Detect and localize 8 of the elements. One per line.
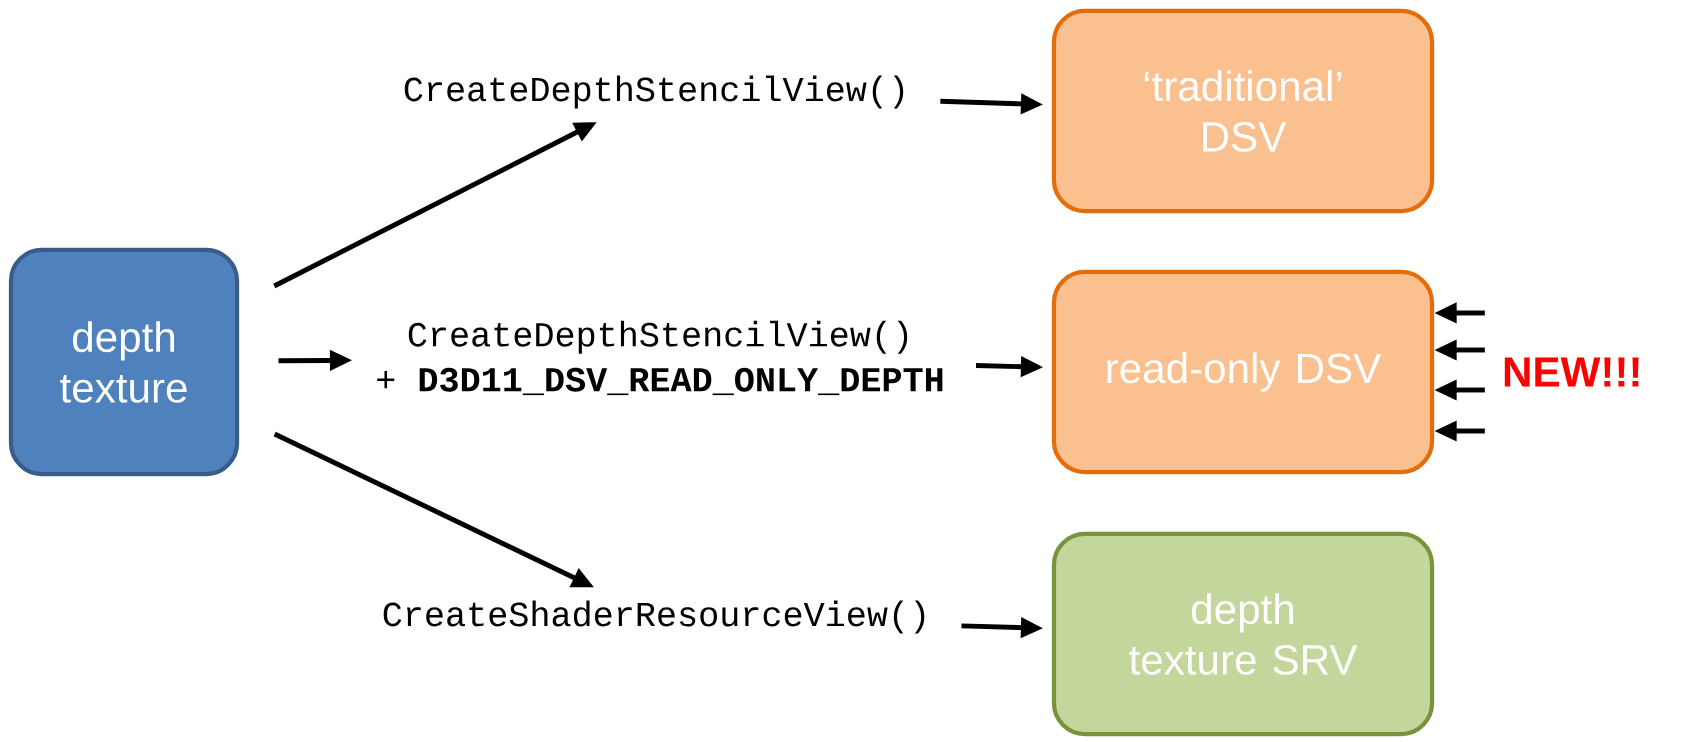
code-label: CreateShaderResourceView() (383, 600, 925, 634)
process-box: depth texture SRV (1051, 531, 1435, 737)
process-box: read-only DSV (1051, 269, 1435, 475)
code-label: CreateDepthStencilView() (404, 75, 904, 109)
process-box: depth texture (8, 247, 240, 477)
code-label: CreateDepthStencilView() + D3D11_DSV_READ_ONLY_DEPTH (377, 320, 943, 396)
note-text: NEW!!! (1504, 357, 1639, 387)
process-box: ‘traditional’ DSV (1051, 8, 1435, 214)
